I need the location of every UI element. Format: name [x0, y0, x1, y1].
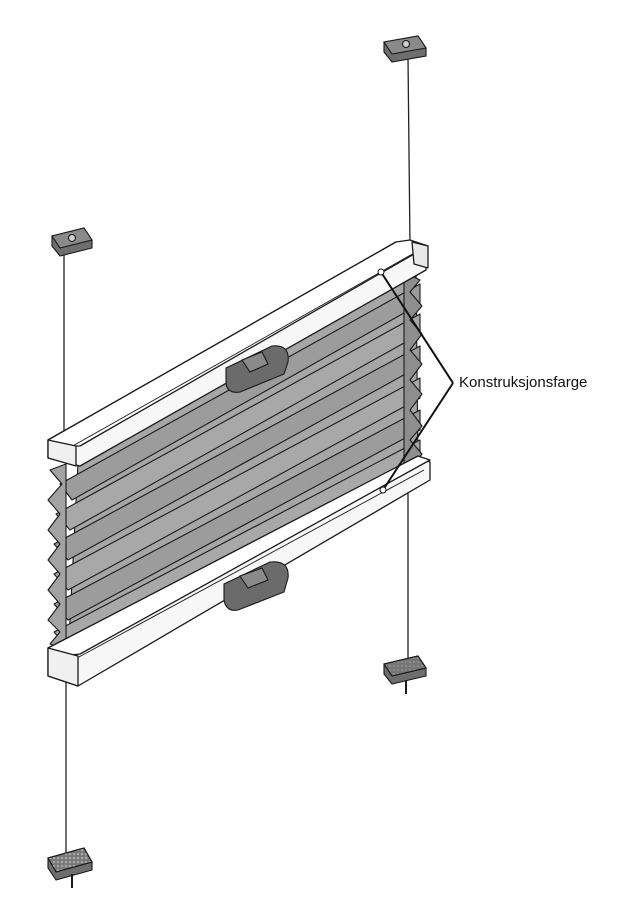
bottom-handle	[223, 561, 289, 611]
top-rail-endcap-right	[411, 241, 429, 269]
tension-cords	[63, 57, 411, 858]
bracket-bottom-left	[47, 847, 93, 888]
bracket-top-right	[383, 35, 427, 63]
leader-bottom-rail	[382, 382, 454, 491]
leader-dot-bottom	[379, 486, 387, 494]
top-handle-tab	[241, 351, 269, 373]
bottom-handle-tab	[239, 567, 269, 589]
leader-top-rail	[380, 271, 454, 384]
leader-dot-top	[377, 268, 385, 276]
top-rail-endcap-left	[47, 439, 77, 467]
bottom-rail	[47, 455, 431, 687]
top-rail	[47, 239, 429, 467]
top-rail-edge	[61, 251, 417, 453]
wall-bracket-icon	[47, 35, 427, 888]
cord-right-upper	[407, 57, 411, 247]
bracket-top-left	[51, 227, 93, 257]
callout-leaders	[380, 271, 454, 491]
bracket-bottom-right	[383, 655, 427, 694]
pleat-edge-left	[47, 463, 67, 651]
bottom-rail-edge	[65, 469, 425, 665]
bottom-rail-endcap-left	[47, 647, 79, 687]
callout-label: Konstruksjonsfarge	[459, 374, 588, 391]
handle-icon	[223, 345, 289, 611]
